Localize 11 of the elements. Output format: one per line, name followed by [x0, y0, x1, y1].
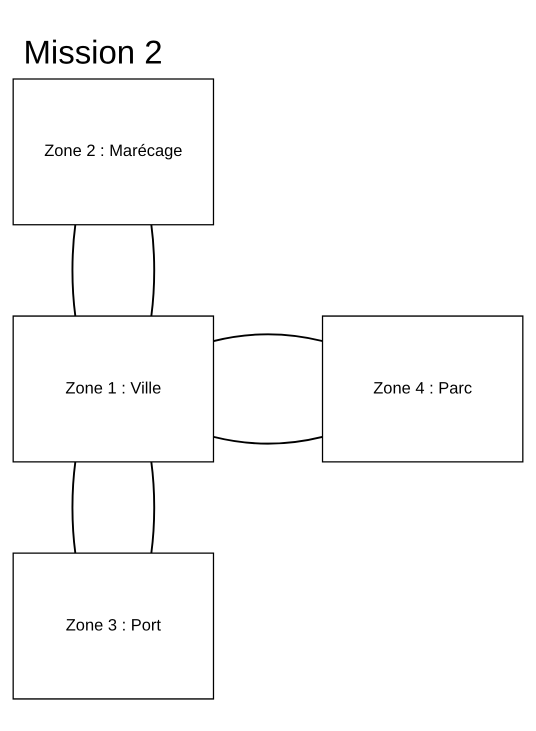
- node-box: Zone 1 : Ville: [12, 315, 214, 462]
- connector: [72, 462, 76, 553]
- connector: [150, 224, 156, 316]
- connector: [213, 436, 322, 445]
- node-box: Zone 2 : Marécage: [12, 78, 214, 226]
- connector: [150, 462, 156, 553]
- connector: [213, 333, 322, 342]
- node-box: Zone 4 : Parc: [322, 315, 524, 462]
- connector: [72, 224, 76, 316]
- node-box: Zone 3 : Port: [12, 552, 214, 700]
- diagram-title: Mission 2: [23, 34, 163, 71]
